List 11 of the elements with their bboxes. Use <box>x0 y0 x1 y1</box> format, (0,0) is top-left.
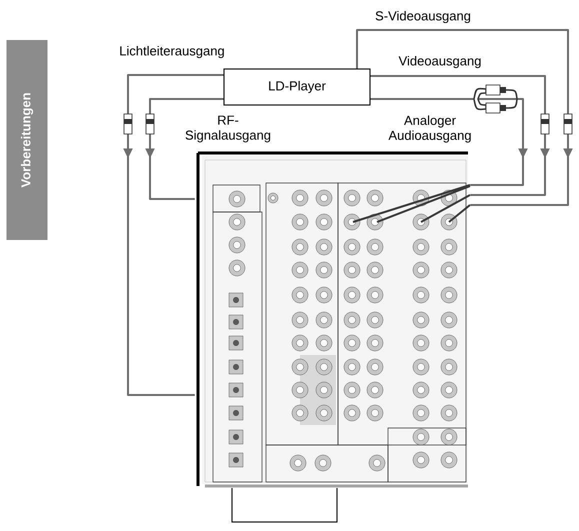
receiver-drawing <box>196 152 471 522</box>
cable-label: Lichtleiterausgang <box>120 46 224 58</box>
cable-label: Analoger Audioausgang <box>388 115 471 143</box>
cable-arrow <box>356 29 573 206</box>
cable-arrow <box>370 75 550 196</box>
device-box: LD-Player <box>224 68 370 106</box>
cable-label: Videoausgang <box>398 56 481 68</box>
side-tab: Vorbereitungen <box>6 40 48 240</box>
cable-arrow <box>370 98 528 186</box>
cable-label: S-Videoausgang <box>376 10 470 24</box>
cable-label: RF- Signalausgang <box>186 116 270 142</box>
